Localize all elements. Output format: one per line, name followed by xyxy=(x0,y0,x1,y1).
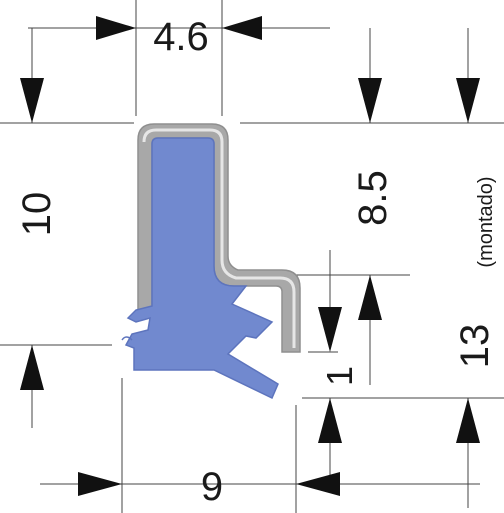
arrow-8-5-top xyxy=(358,78,382,123)
arrow-4-6-right xyxy=(222,16,262,40)
dim-label-13: 13 xyxy=(453,324,497,369)
dim-label-montado: (montado) xyxy=(475,176,497,267)
arrow-10-bottom xyxy=(20,345,44,390)
arrow-1-bottom xyxy=(318,398,342,443)
arrow-9-left xyxy=(78,472,122,496)
dim-label-9: 9 xyxy=(201,465,223,509)
arrowheads xyxy=(20,16,480,496)
arrow-13-bottom xyxy=(456,398,480,443)
arrow-8-5-bottom xyxy=(358,275,382,320)
arrow-9-right xyxy=(296,472,340,496)
dim-label-8-5: 8.5 xyxy=(351,170,395,226)
dim-label-4-6: 4.6 xyxy=(153,15,209,59)
seal-profile xyxy=(121,123,301,400)
arrow-4-6-left xyxy=(96,16,136,40)
metal-highlight xyxy=(142,128,296,348)
seal-notch xyxy=(121,336,133,341)
rubber-seal xyxy=(124,137,279,400)
dim-label-1: 1 xyxy=(319,366,360,386)
arrow-13-top xyxy=(456,78,480,123)
arrow-10-top xyxy=(20,78,44,123)
arrow-1-top xyxy=(318,307,342,352)
dim-label-10: 10 xyxy=(15,192,59,237)
